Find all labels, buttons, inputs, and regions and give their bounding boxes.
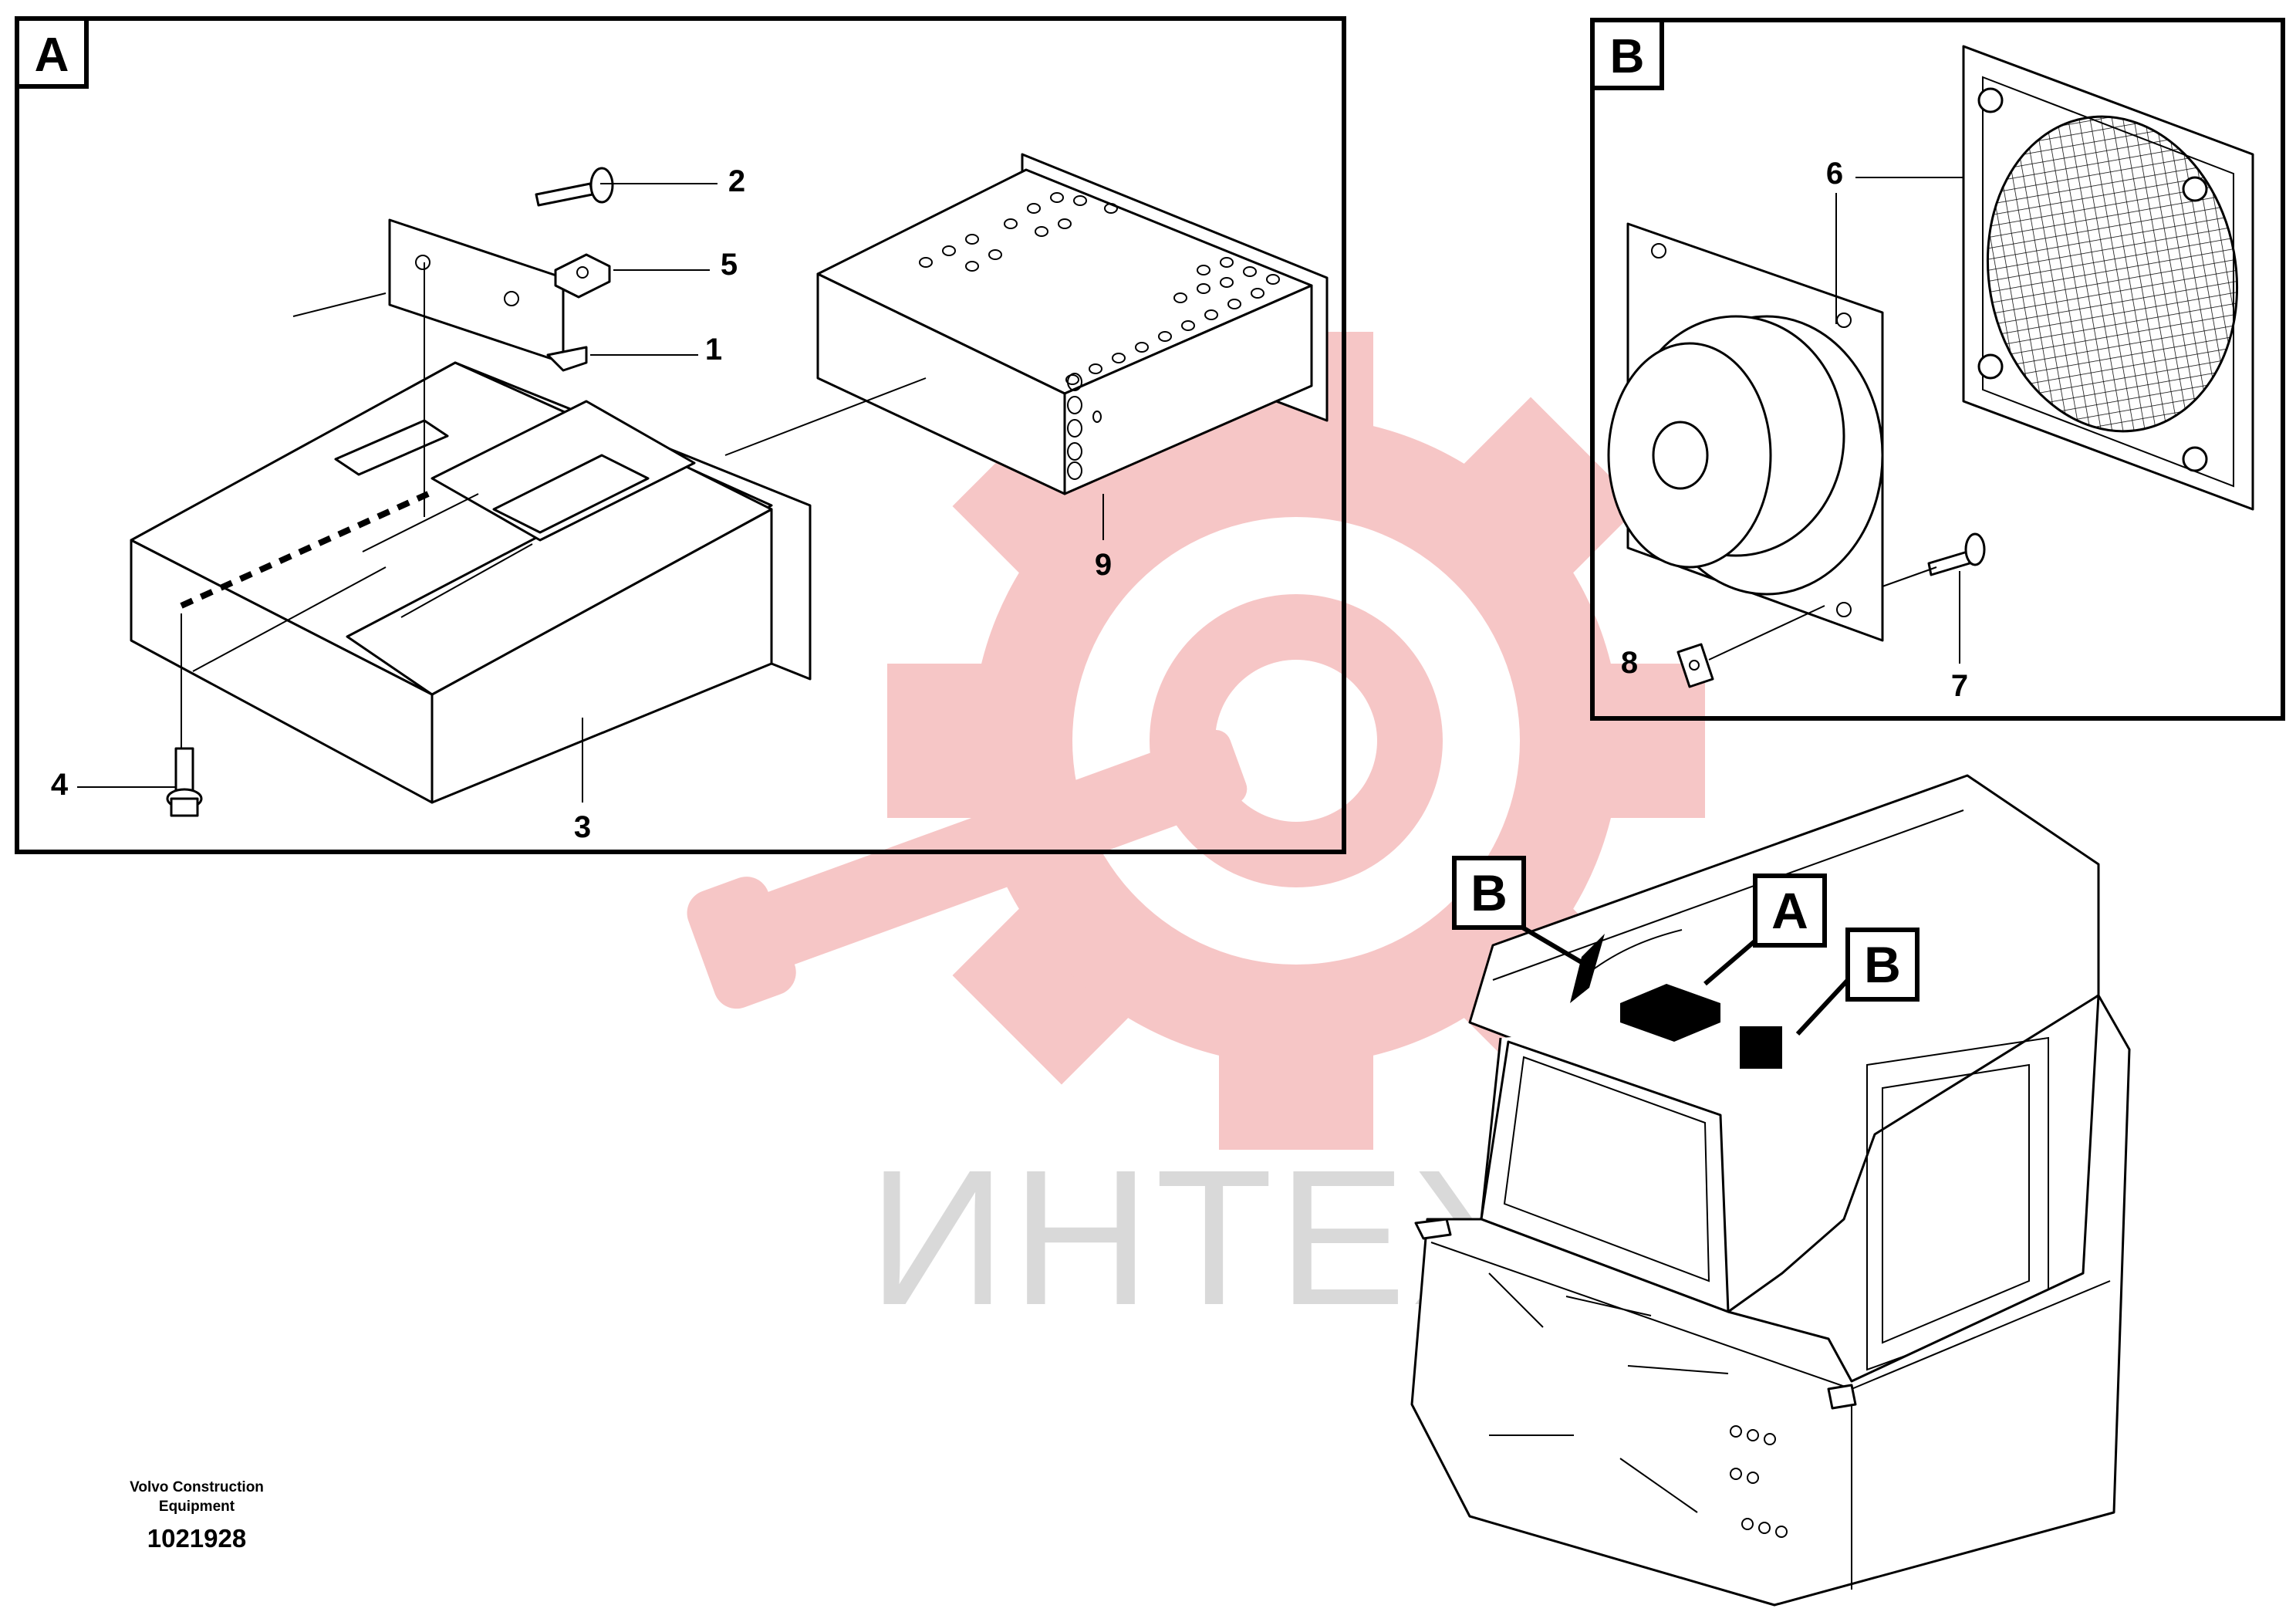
cab-marker-b-left: B (1470, 864, 1508, 921)
footer-company-line2: Equipment (159, 1499, 235, 1515)
panel-b-leaders (1708, 177, 1963, 664)
tray-part-3 (130, 361, 812, 804)
callout-4: 4 (51, 768, 69, 802)
callout-9: 9 (1095, 548, 1112, 582)
panel-b-callouts: 6 7 8 (1621, 157, 1968, 703)
panel-a-callouts: 1 2 3 4 5 9 (51, 164, 1112, 844)
callout-1: 1 (705, 333, 722, 367)
speaker (1607, 222, 1884, 642)
footer: Volvo Construction Equipment 1021928 (130, 1479, 264, 1553)
screw-part-2 (535, 167, 614, 207)
cab-marker-leaders (1518, 924, 1850, 1036)
screw-part-7 (1927, 532, 1986, 576)
callout-5: 5 (721, 248, 738, 282)
panel-a-letter: A (35, 29, 69, 82)
callout-7: 7 (1951, 669, 1968, 703)
callout-8: 8 (1621, 646, 1638, 680)
footer-company-line1: Volvo Construction (130, 1479, 264, 1495)
bolt-part-4 (166, 747, 203, 817)
cab-overview: B A B (1410, 774, 2131, 1607)
clip-nut-part-5 (554, 253, 611, 299)
callout-6: 6 (1826, 157, 1843, 191)
cab-marker-a: A (1771, 882, 1808, 939)
cab-marker-labels: B A B (1452, 856, 1920, 1002)
panel-b: B (1590, 18, 2285, 721)
clip-nut-part-8 (1676, 643, 1714, 688)
panel-a: A (15, 16, 1346, 854)
callout-2: 2 (728, 164, 745, 198)
panel-a-leaders (77, 183, 1104, 803)
cab-marker-b-right: B (1864, 936, 1901, 993)
callout-3: 3 (574, 810, 591, 844)
cab-location-markers (1570, 934, 1782, 1069)
panel-b-letter: B (1610, 30, 1645, 83)
grille-part-6 (1962, 45, 2254, 511)
radio-unit-part-9 (816, 153, 1329, 495)
footer-drawing-number: 1021928 (147, 1524, 246, 1553)
bracket-part-1 (388, 218, 588, 517)
